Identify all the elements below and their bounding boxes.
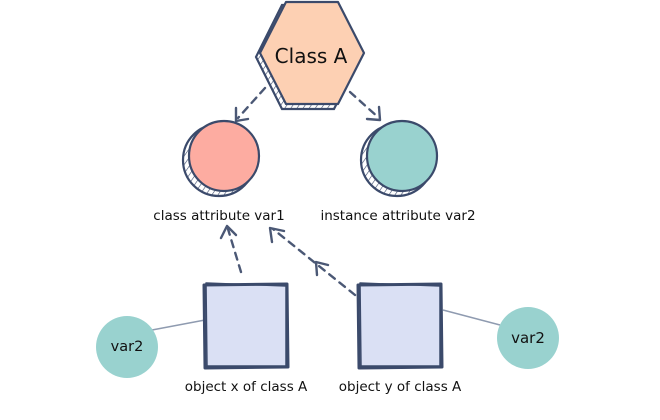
class-a-label: Class A xyxy=(274,44,348,68)
object-y-square-sketch xyxy=(359,282,441,367)
object-y-label: object y of class A xyxy=(338,379,462,395)
instance-attribute-label: instance attribute var2 xyxy=(320,208,476,224)
connector-line-right xyxy=(442,309,501,326)
object-y-node xyxy=(356,282,444,370)
class-a-hexagon xyxy=(258,0,366,106)
var2-left-circle xyxy=(96,316,158,378)
var2-right-circle xyxy=(497,307,559,369)
class-attribute-label: class attribute var1 xyxy=(153,208,285,224)
object-x-label: object x of class A xyxy=(184,379,308,395)
object-x-node xyxy=(202,282,290,370)
class-attribute-circle xyxy=(187,119,261,193)
class-a-node xyxy=(254,0,366,111)
var2-left-label: var2 xyxy=(110,339,144,355)
instance-attribute-node xyxy=(359,119,439,198)
var2-right-label: var2 xyxy=(511,329,545,347)
object-x-square-sketch xyxy=(205,282,287,367)
class-attribute-node xyxy=(181,119,261,198)
arrow-class-to-class-attribute xyxy=(234,86,267,123)
arrow-object-x-to-class-attribute xyxy=(219,224,243,274)
object-y-square xyxy=(356,282,444,370)
arrow-object-y-to-class-attribute xyxy=(268,226,357,297)
instance-attribute-circle xyxy=(365,119,439,193)
connector-line-left xyxy=(151,319,206,331)
object-x-square xyxy=(202,282,290,370)
arrow-class-to-instance-attribute xyxy=(348,90,382,122)
